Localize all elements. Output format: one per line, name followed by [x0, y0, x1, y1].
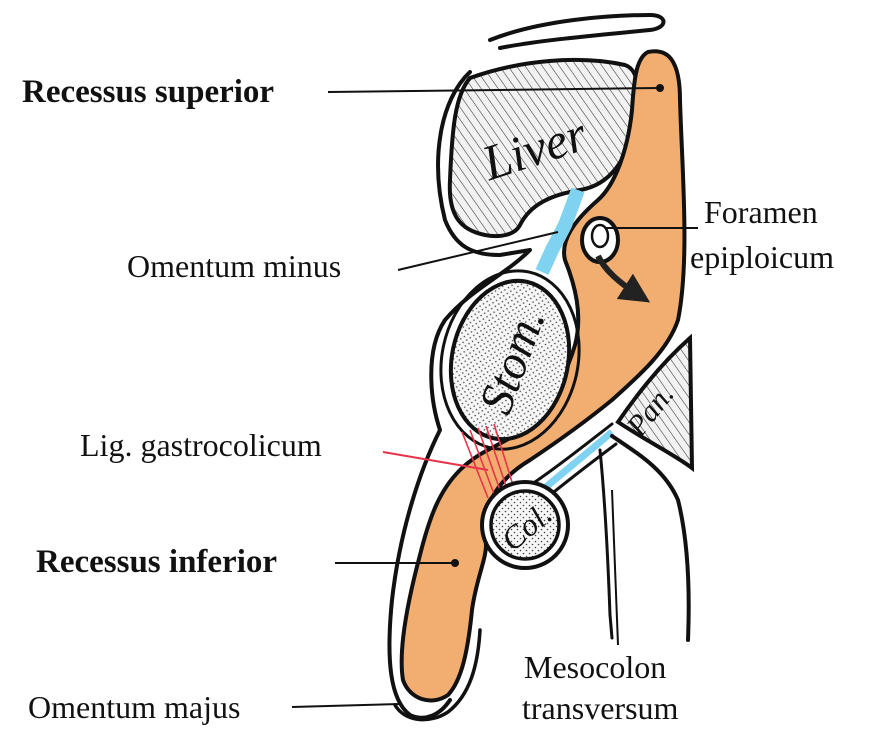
retroperitoneal-line	[600, 450, 612, 638]
dot-recessus-superior	[657, 85, 663, 91]
label-mesocolon-line2: transversum	[522, 690, 679, 726]
label-mesocolon-line1: Mesocolon	[524, 649, 666, 685]
label-foramen-line1: Foramen	[704, 194, 818, 230]
label-omentum-minus: Omentum minus	[127, 248, 341, 284]
peritoneum-top-line	[490, 15, 664, 48]
label-recessus-superior: Recessus superior	[22, 74, 274, 110]
foramen-inner	[592, 225, 608, 247]
label-foramen-line2: epiploicum	[690, 239, 834, 275]
label-recessus-inferior: Recessus inferior	[36, 544, 277, 580]
label-omentum-majus: Omentum majus	[28, 689, 240, 725]
dot-recessus-inferior	[452, 560, 458, 566]
leader-omentum-majus	[292, 704, 400, 707]
leader-mesocolon	[612, 490, 618, 645]
posterior-peritoneum-line	[612, 436, 689, 640]
label-lig-gastrocolicum: Lig. gastrocolicum	[80, 427, 322, 463]
leader-omentum-minus	[398, 232, 558, 270]
